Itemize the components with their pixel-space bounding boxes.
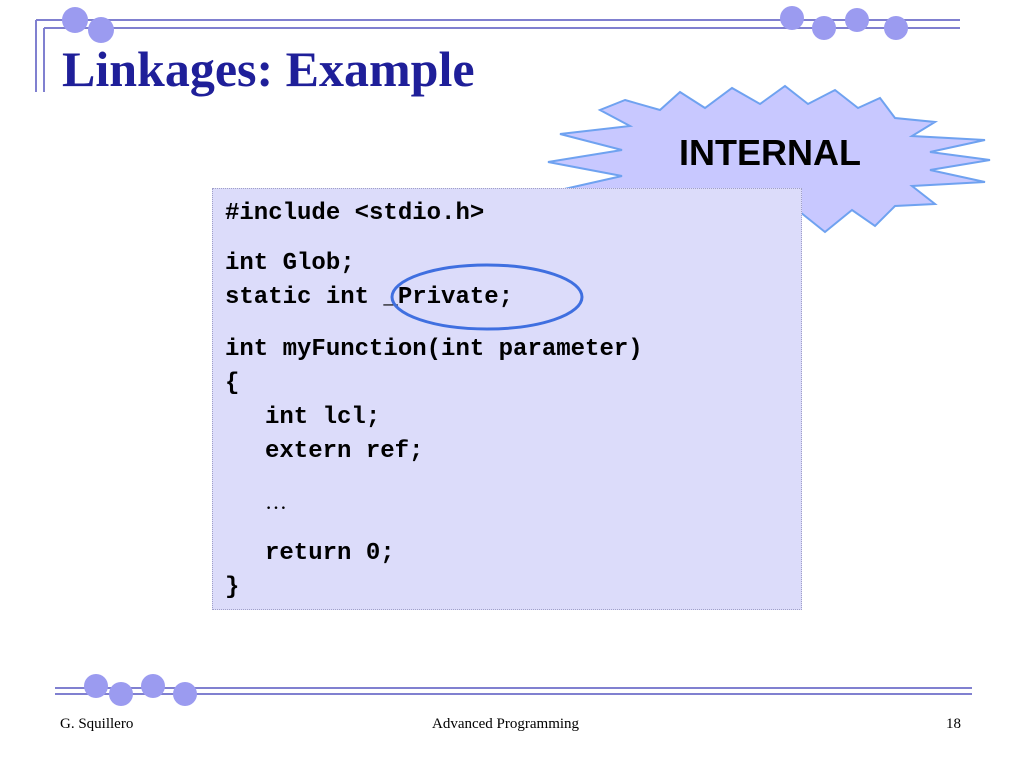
decor-circle bbox=[62, 7, 88, 33]
footer-course: Advanced Programming bbox=[432, 716, 580, 732]
code-line: return 0; bbox=[265, 540, 395, 567]
decor-circle bbox=[884, 16, 908, 40]
decor-circle bbox=[845, 8, 869, 32]
decor-circle bbox=[780, 6, 804, 30]
code-block: #include <stdio.h> int Glob; static int … bbox=[212, 188, 802, 610]
code-line: static int _Private; bbox=[225, 284, 514, 311]
code-line: extern ref; bbox=[265, 438, 424, 465]
decor-circle bbox=[84, 674, 108, 698]
code-ellipsis: … bbox=[265, 489, 287, 514]
code-line: #include <stdio.h> bbox=[225, 200, 485, 227]
footer-page-number: 18 bbox=[946, 716, 961, 732]
decor-circle bbox=[88, 17, 114, 43]
footer-frame-lines bbox=[55, 687, 972, 695]
code-line: { bbox=[225, 370, 240, 397]
decor-circle bbox=[812, 16, 836, 40]
decor-circle bbox=[141, 674, 165, 698]
slide-title: Linkages: Example bbox=[62, 41, 475, 97]
code-line: } bbox=[225, 574, 240, 601]
code-line: int Glob; bbox=[225, 250, 355, 277]
header-frame-lines bbox=[35, 19, 960, 92]
footer-author: G. Squillero bbox=[60, 716, 134, 732]
callout-label: INTERNAL bbox=[679, 132, 861, 173]
code-line: int myFunction(int parameter) bbox=[225, 336, 643, 363]
code-line: int lcl; bbox=[265, 404, 381, 431]
decor-circle bbox=[109, 682, 133, 706]
decor-circle bbox=[173, 682, 197, 706]
